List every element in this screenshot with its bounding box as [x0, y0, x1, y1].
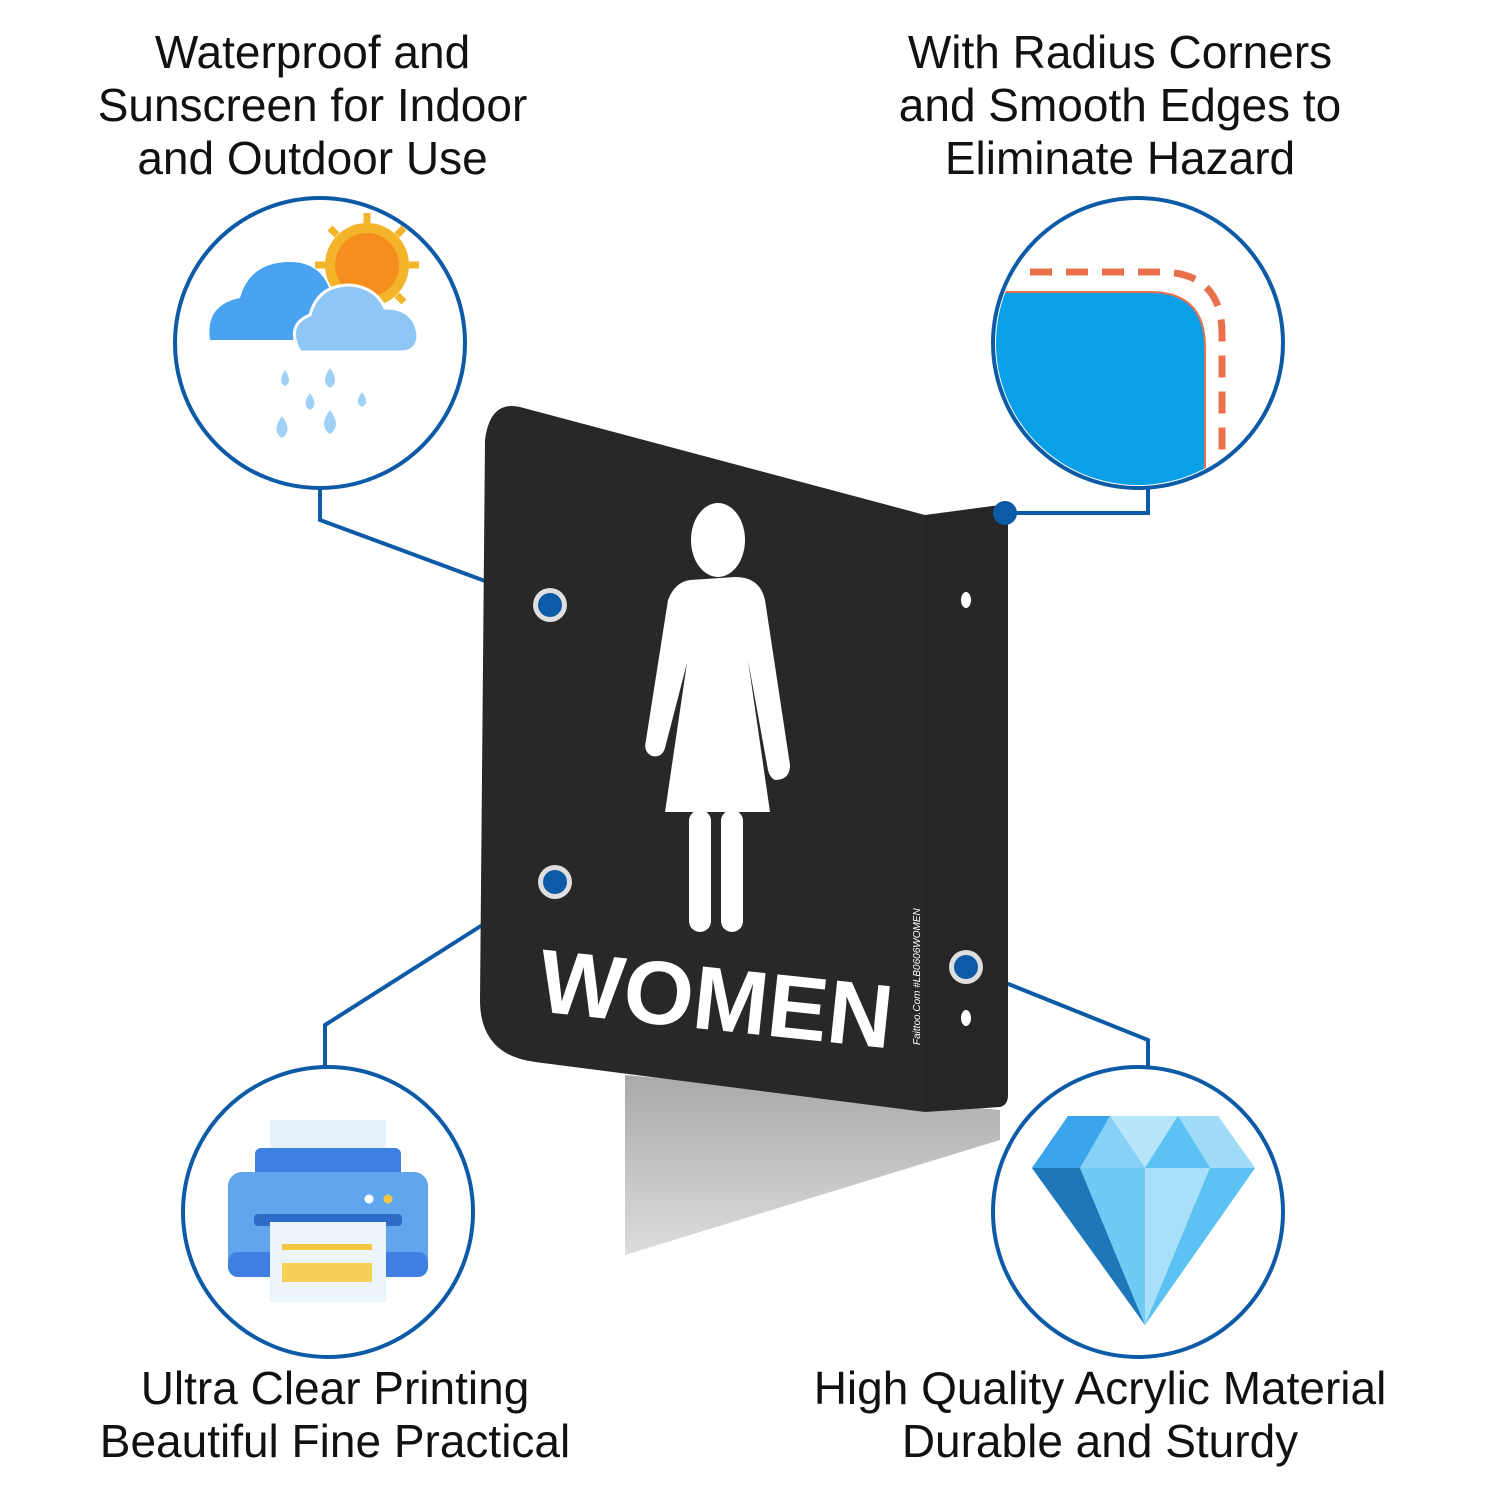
caption-line: Ultra Clear Printing [140, 1362, 530, 1414]
caption-line: Beautiful Fine Practical [99, 1415, 571, 1467]
caption-line: and Smooth Edges to [898, 79, 1342, 131]
caption-line: Waterproof and [154, 26, 471, 78]
connector-lines [318, 488, 1150, 1068]
mounting-hole [961, 1010, 971, 1026]
caption-printing: Ultra Clear Printing Beautiful Fine Prac… [60, 1362, 610, 1468]
sign-side-text: Faittoo.Com #LB0606WOMEN [912, 908, 923, 1045]
sign-shadow [625, 1075, 1000, 1255]
caption-line: Durable and Sturdy [901, 1415, 1299, 1467]
caption-line: With Radius Corners [907, 26, 1333, 78]
rounded-corner-icon [991, 196, 1285, 490]
weather-icon [173, 196, 467, 490]
mounting-hole [961, 592, 971, 608]
caption-line: and Outdoor Use [137, 132, 488, 184]
caption-radius-corners: With Radius Corners and Smooth Edges to … [840, 26, 1400, 185]
caption-line: Sunscreen for Indoor [97, 79, 528, 131]
diamond-icon [991, 1065, 1285, 1359]
caption-waterproof: Waterproof and Sunscreen for Indoor and … [40, 26, 585, 185]
printer-icon [181, 1065, 475, 1359]
sign-side-panel [925, 504, 1008, 1112]
caption-acrylic: High Quality Acrylic Material Durable an… [770, 1362, 1430, 1468]
caption-line: High Quality Acrylic Material [813, 1362, 1387, 1414]
callout-dots [533, 501, 1017, 984]
caption-line: Eliminate Hazard [944, 132, 1296, 184]
woman-figure-icon [645, 503, 790, 932]
